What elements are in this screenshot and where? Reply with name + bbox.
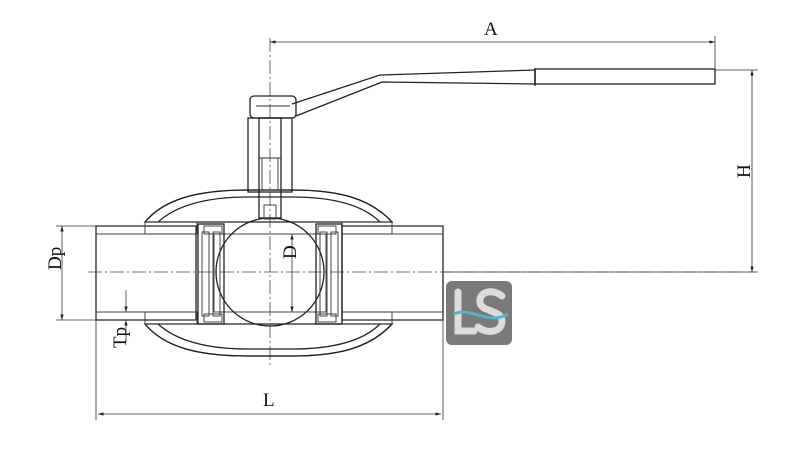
- ball-bore: [213, 233, 327, 313]
- pipe-left: [95, 221, 198, 325]
- label-Dp: Dp: [45, 247, 66, 270]
- label-L: L: [263, 390, 275, 411]
- pipe-right: [341, 221, 444, 325]
- seat-right: [315, 223, 343, 325]
- dimension-L: L: [95, 320, 444, 420]
- valve-housing: [143, 189, 394, 357]
- ls-logo-icon: [446, 281, 512, 345]
- dimension-D: D: [280, 234, 301, 312]
- dimension-H: H: [443, 69, 758, 273]
- label-H: H: [734, 164, 755, 178]
- valve-handle: [249, 68, 716, 119]
- label-D: D: [280, 245, 301, 259]
- label-A: A: [484, 19, 498, 40]
- dimension-A: A: [270, 19, 716, 70]
- dimension-Dp: Dp: [45, 225, 96, 321]
- seat-left: [197, 223, 225, 325]
- label-Tp: Tp: [110, 327, 131, 348]
- dimension-Tp: Tp: [110, 290, 145, 348]
